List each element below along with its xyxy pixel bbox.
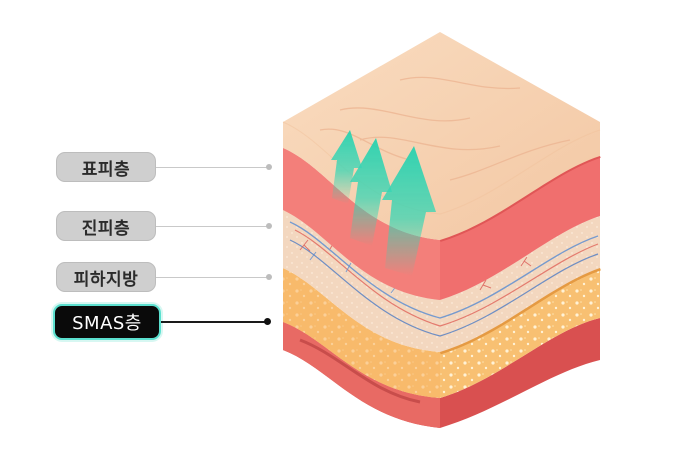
dermis-layer-block xyxy=(283,210,600,352)
leader-dot-smas xyxy=(264,318,271,325)
leader-dot-subcutaneous xyxy=(266,274,272,280)
leader-dot-epidermis xyxy=(266,164,272,170)
leader-line-subcutaneous xyxy=(156,277,269,278)
layer-label-dermis: 진피층 xyxy=(56,211,156,241)
leader-line-epidermis xyxy=(156,167,269,168)
smas-layer-block xyxy=(283,318,600,428)
leader-line-dermis xyxy=(156,226,269,227)
arrow-large xyxy=(382,146,436,276)
layer-label-epidermis: 표피층 xyxy=(56,152,156,182)
layer-label-smas-active[interactable]: SMAS층 xyxy=(53,304,161,340)
leader-dot-dermis xyxy=(266,223,272,229)
leader-line-smas xyxy=(161,321,267,323)
layer-label-subcutaneous-fat: 피하지방 xyxy=(56,262,156,292)
arrow-small xyxy=(331,130,362,204)
lifting-arrows xyxy=(331,130,436,276)
